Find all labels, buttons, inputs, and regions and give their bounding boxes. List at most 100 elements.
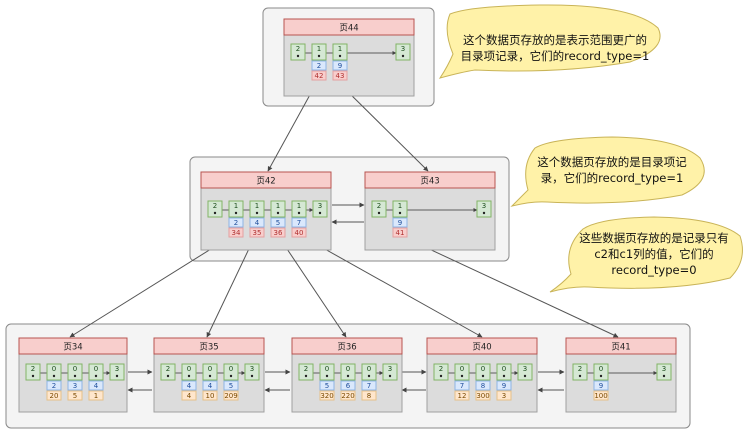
record-type: 3 <box>388 365 392 373</box>
record-value: 4 <box>187 392 192 400</box>
record-cell <box>25 363 41 381</box>
record-cell <box>312 200 328 218</box>
page-pointer-cell <box>291 227 307 238</box>
page-pointer-cell <box>249 227 265 238</box>
page-pointer-cell <box>392 227 408 238</box>
record-value: 5 <box>73 392 77 400</box>
next-pointer-dot <box>398 211 402 215</box>
next-pointer-dot <box>276 211 280 215</box>
next-pointer-dot <box>31 374 35 378</box>
record-cell <box>67 363 83 381</box>
record-cell <box>298 363 314 381</box>
record-cell <box>572 363 588 381</box>
callout-root-line-2: 目录项记录，它们的record_type=1 <box>461 49 650 63</box>
record-type: 1 <box>297 202 301 210</box>
key-cell <box>223 380 239 391</box>
record-type: 0 <box>502 365 506 373</box>
edge-p42-p34 <box>69 233 236 338</box>
page-header <box>364 171 496 189</box>
next-pointer-dot <box>229 374 233 378</box>
record-value: 10 <box>206 392 215 400</box>
callout-leaf-line-1: 这些数据页存放的是记录只有 <box>579 231 729 245</box>
record-cell <box>207 200 223 218</box>
next-pointer-dot <box>439 374 443 378</box>
record-type: 1 <box>234 202 238 210</box>
page-header <box>18 337 128 355</box>
value-cell <box>340 390 356 401</box>
next-pointer-dot <box>523 374 527 378</box>
next-pointer-dot <box>388 374 392 378</box>
value-cell <box>319 390 335 401</box>
key-cell <box>593 380 609 391</box>
callout-middle-line-2: 录，它们的record_type=1 <box>541 171 684 185</box>
value-cell <box>454 390 470 401</box>
next-pointer-dot <box>250 374 254 378</box>
next-pointer-dot <box>346 374 350 378</box>
page-title: 页34 <box>63 343 82 353</box>
record-cell <box>290 43 306 61</box>
page-pointer: 35 <box>253 229 262 237</box>
record-cell <box>291 200 307 218</box>
page-pointer: 43 <box>336 72 345 80</box>
page-title: 页41 <box>611 343 630 353</box>
record-type: 1 <box>398 202 402 210</box>
record-value: 100 <box>594 392 607 400</box>
value-cell <box>361 390 377 401</box>
page-header <box>565 337 677 355</box>
next-pointer-dot <box>317 54 321 58</box>
value-cell <box>475 390 491 401</box>
record-type: 0 <box>367 365 371 373</box>
record-type: 0 <box>325 365 329 373</box>
key-cell <box>228 217 244 228</box>
record-key: 3 <box>73 382 77 390</box>
record-cell <box>270 200 286 218</box>
record-cell <box>593 363 609 381</box>
next-pointer-dot <box>502 374 506 378</box>
next-pointer-dot <box>377 211 381 215</box>
page-title: 页40 <box>472 343 491 353</box>
page-header <box>153 337 265 355</box>
value-cell <box>496 390 512 401</box>
value-cell <box>593 390 609 401</box>
page-title: 页44 <box>339 24 358 34</box>
record-type: 0 <box>599 365 603 373</box>
next-pointer-dot <box>208 374 212 378</box>
record-key: 6 <box>346 382 351 390</box>
record-cell <box>340 363 356 381</box>
key-cell <box>88 380 104 391</box>
record-type: 2 <box>213 202 217 210</box>
record-key: 7 <box>460 382 464 390</box>
record-type: 3 <box>401 45 405 53</box>
record-value: 320 <box>320 392 333 400</box>
record-cell <box>371 200 387 218</box>
record-cell <box>382 363 398 381</box>
callout-root: 这个数据页存放的是表示范围更广的 目录项记录，它们的record_type=1 <box>438 4 661 79</box>
record-cell <box>476 200 492 218</box>
next-pointer-dot <box>482 211 486 215</box>
next-pointer-dot <box>401 54 405 58</box>
record-key: 7 <box>367 382 371 390</box>
key-cell <box>67 380 83 391</box>
key-cell <box>249 217 265 228</box>
record-key: 2 <box>317 62 321 70</box>
page-header <box>426 337 538 355</box>
key-cell <box>496 380 512 391</box>
record-key: 5 <box>325 382 329 390</box>
record-type: 3 <box>482 202 486 210</box>
record-cell <box>223 363 239 381</box>
next-pointer-dot <box>52 374 56 378</box>
page-pointer: 40 <box>295 229 304 237</box>
next-pointer-dot <box>187 374 191 378</box>
callout-root-line-1: 这个数据页存放的是表示范围更广的 <box>463 33 647 47</box>
record-key: 9 <box>599 382 603 390</box>
edge-p43-p41 <box>396 233 619 338</box>
key-cell <box>454 380 470 391</box>
record-key: 4 <box>187 382 192 390</box>
next-pointer-dot <box>481 374 485 378</box>
